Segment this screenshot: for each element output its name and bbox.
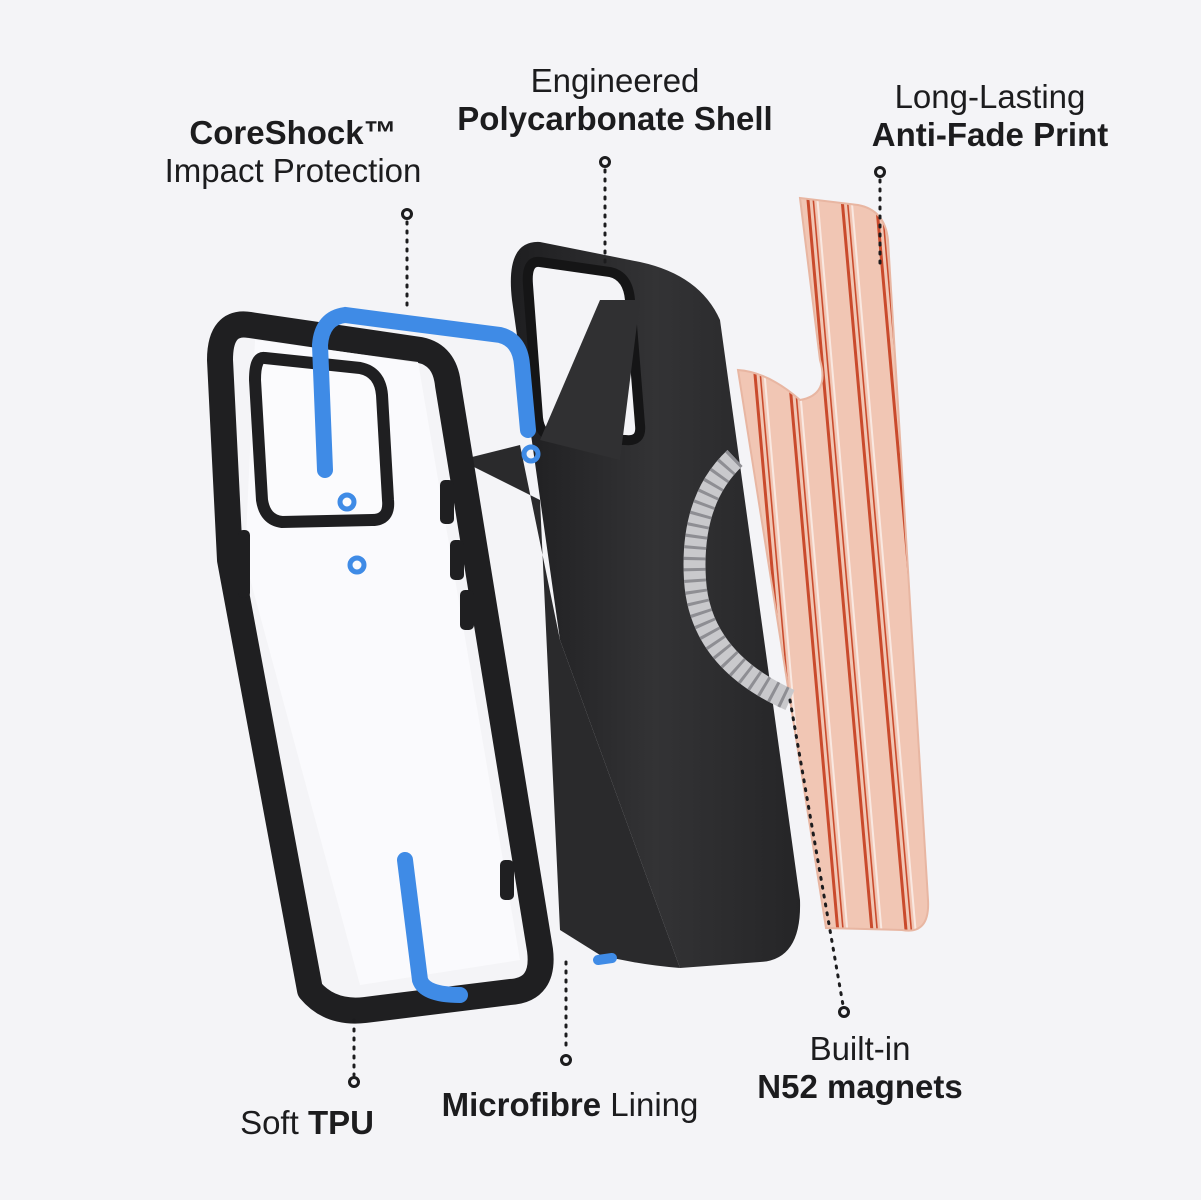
callout-print-normal: Long-Lasting (894, 78, 1086, 115)
tpu-side-button (238, 530, 250, 598)
print-layer (736, 196, 930, 932)
callout-magnets-normal: Built-in (809, 1030, 911, 1067)
callout-tpu-bold: TPU (307, 1104, 374, 1141)
callout-coreshock: CoreShock™ Impact Protection (150, 114, 436, 190)
callout-tpu: Soft TPU (222, 1104, 392, 1142)
callout-lining: Microfibre Lining (425, 1086, 715, 1124)
callout-tpu-normal: Soft (240, 1104, 308, 1141)
coreshock-inserts (311, 306, 617, 1003)
leader-lines (352, 168, 882, 1077)
callout-shell-normal: Engineered (530, 62, 700, 99)
callout-coreshock-bold: CoreShock™ (189, 114, 397, 151)
callout-coreshock-normal: Impact Protection (164, 152, 422, 189)
callout-shell-bold: Polycarbonate Shell (457, 100, 773, 137)
lining-layer (460, 445, 680, 968)
tpu-button-left (440, 480, 454, 524)
callout-lining-bold: Microfibre (441, 1086, 602, 1123)
magnet-ring (683, 449, 795, 711)
tpu-frame (207, 311, 554, 1024)
callout-print: Long-Lasting Anti-Fade Print (850, 78, 1130, 154)
callout-magnets-bold: N52 magnets (757, 1068, 963, 1105)
callout-lining-normal: Lining (601, 1086, 699, 1123)
callout-shell: Engineered Polycarbonate Shell (440, 62, 790, 138)
callout-magnets: Built-in N52 magnets (740, 1030, 980, 1106)
callout-print-bold: Anti-Fade Print (871, 116, 1109, 153)
lining-top (540, 300, 640, 460)
leader-dots (348, 156, 886, 1088)
